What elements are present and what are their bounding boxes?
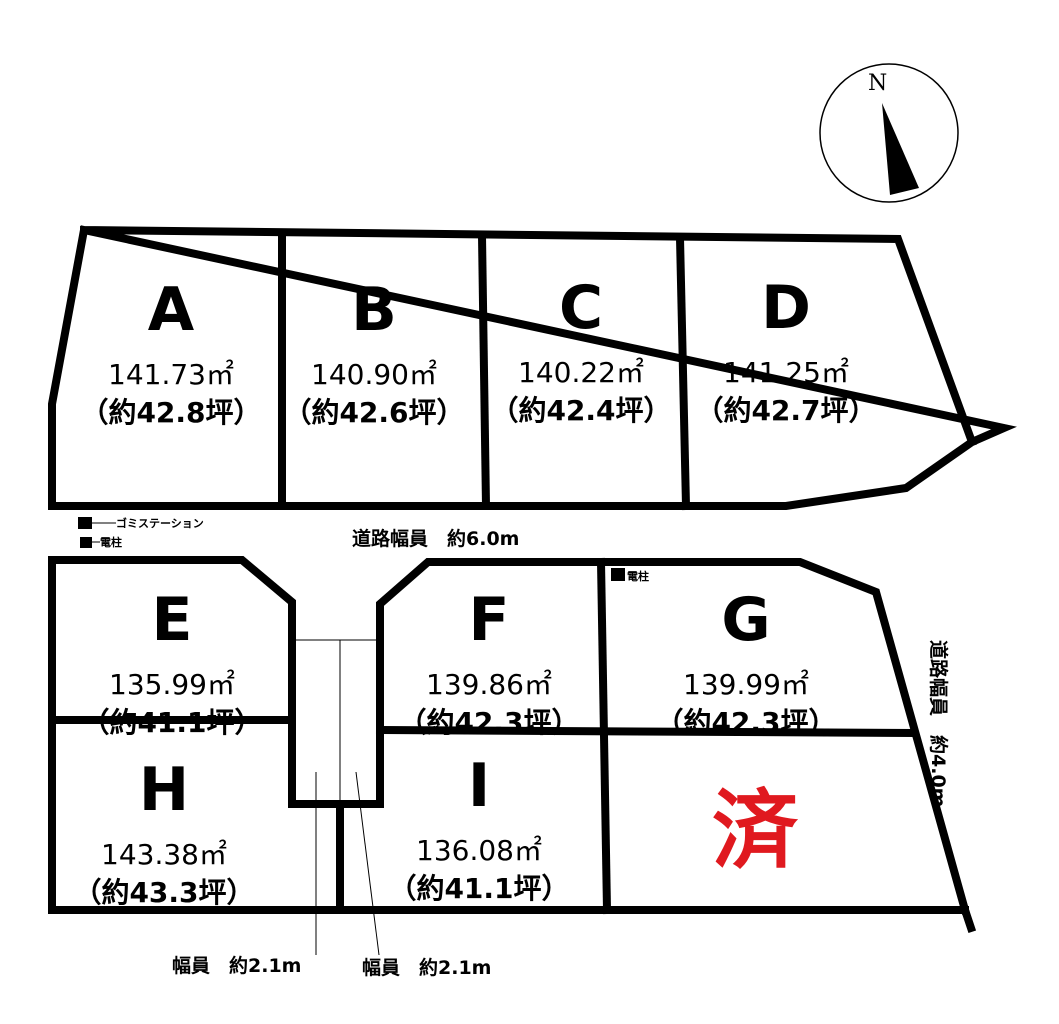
passage-width-right — [355, 771, 380, 956]
lot-letter-a: A — [148, 275, 195, 345]
lot-letter-f: F — [469, 585, 510, 655]
lot-tsubo-i: （約41.1坪） — [388, 872, 569, 905]
lot-letter-c: C — [559, 273, 603, 343]
lot-tsubo-c: （約42.4坪） — [490, 394, 671, 427]
main-road-label: 道路幅員 約6.0m — [352, 527, 519, 550]
lot-tsubo-g: （約42.3坪） — [655, 706, 836, 739]
lot-divider-fi — [375, 725, 917, 738]
lot-tsubo-d: （約42.7坪） — [695, 394, 876, 427]
lot-divider-bc — [477, 231, 491, 511]
lot-divider-fg — [596, 557, 612, 915]
lot-letter-i: I — [468, 751, 490, 821]
lot-area-h: 143.38㎡ — [101, 838, 227, 871]
north-label: N — [868, 71, 887, 96]
pole-g-icon — [611, 568, 625, 581]
lot-area-g: 139.99㎡ — [683, 668, 809, 701]
east-road-label: 道路幅員 約4.0m — [927, 640, 950, 807]
lot-letter-b: B — [351, 275, 397, 345]
sold-mark: 済 — [712, 781, 799, 881]
lot-area-e: 135.99㎡ — [109, 668, 235, 701]
upper-block — [48, 225, 1017, 511]
passage-outline — [336, 558, 970, 915]
passage-left-label: 幅員 約2.1m — [172, 954, 301, 977]
lot-area-c: 140.22㎡ — [518, 356, 644, 389]
lot-tsubo-h: （約43.3坪） — [73, 876, 254, 909]
lot-letter-e: E — [152, 585, 193, 655]
pole-label: 電柱 — [100, 535, 122, 549]
lot-tsubo-b: （約42.6坪） — [283, 396, 464, 429]
lot-e-h-outline — [48, 556, 344, 808]
compass: N — [819, 63, 959, 203]
garbage-station-icon — [78, 517, 92, 529]
lot-area-f: 139.86㎡ — [426, 668, 552, 701]
north-arrow-icon — [882, 103, 919, 195]
lot-area-a: 141.73㎡ — [108, 358, 234, 391]
lot-area-d: 141.25㎡ — [723, 356, 849, 389]
lot-area-b: 140.90㎡ — [311, 358, 437, 391]
pole-g-label: 電柱 — [627, 569, 649, 583]
lower-block — [48, 556, 977, 956]
lot-area-i: 136.08㎡ — [416, 834, 542, 867]
lot-tsubo-e: （約41.1坪） — [81, 706, 262, 739]
lot-letter-d: D — [761, 273, 811, 343]
lot-letter-h: H — [139, 755, 189, 825]
lot-letter-g: G — [721, 585, 770, 655]
upper-block-outline — [48, 225, 1017, 510]
lot-tsubo-f: （約42.3坪） — [398, 706, 579, 739]
garbage-station-label: ゴミステーション — [116, 516, 204, 530]
lot-tsubo-a: （約42.8坪） — [80, 396, 261, 429]
pole-icon — [80, 537, 92, 548]
markers: ゴミステーション 電柱 電柱 — [78, 516, 649, 583]
passage-right-label: 幅員 約2.1m — [362, 956, 491, 979]
lot-divider-cd — [675, 233, 691, 511]
lot-labels: A 141.73㎡ （約42.8坪） B 140.90㎡ （約42.6坪） C 140.22㎡… — [73, 273, 876, 909]
